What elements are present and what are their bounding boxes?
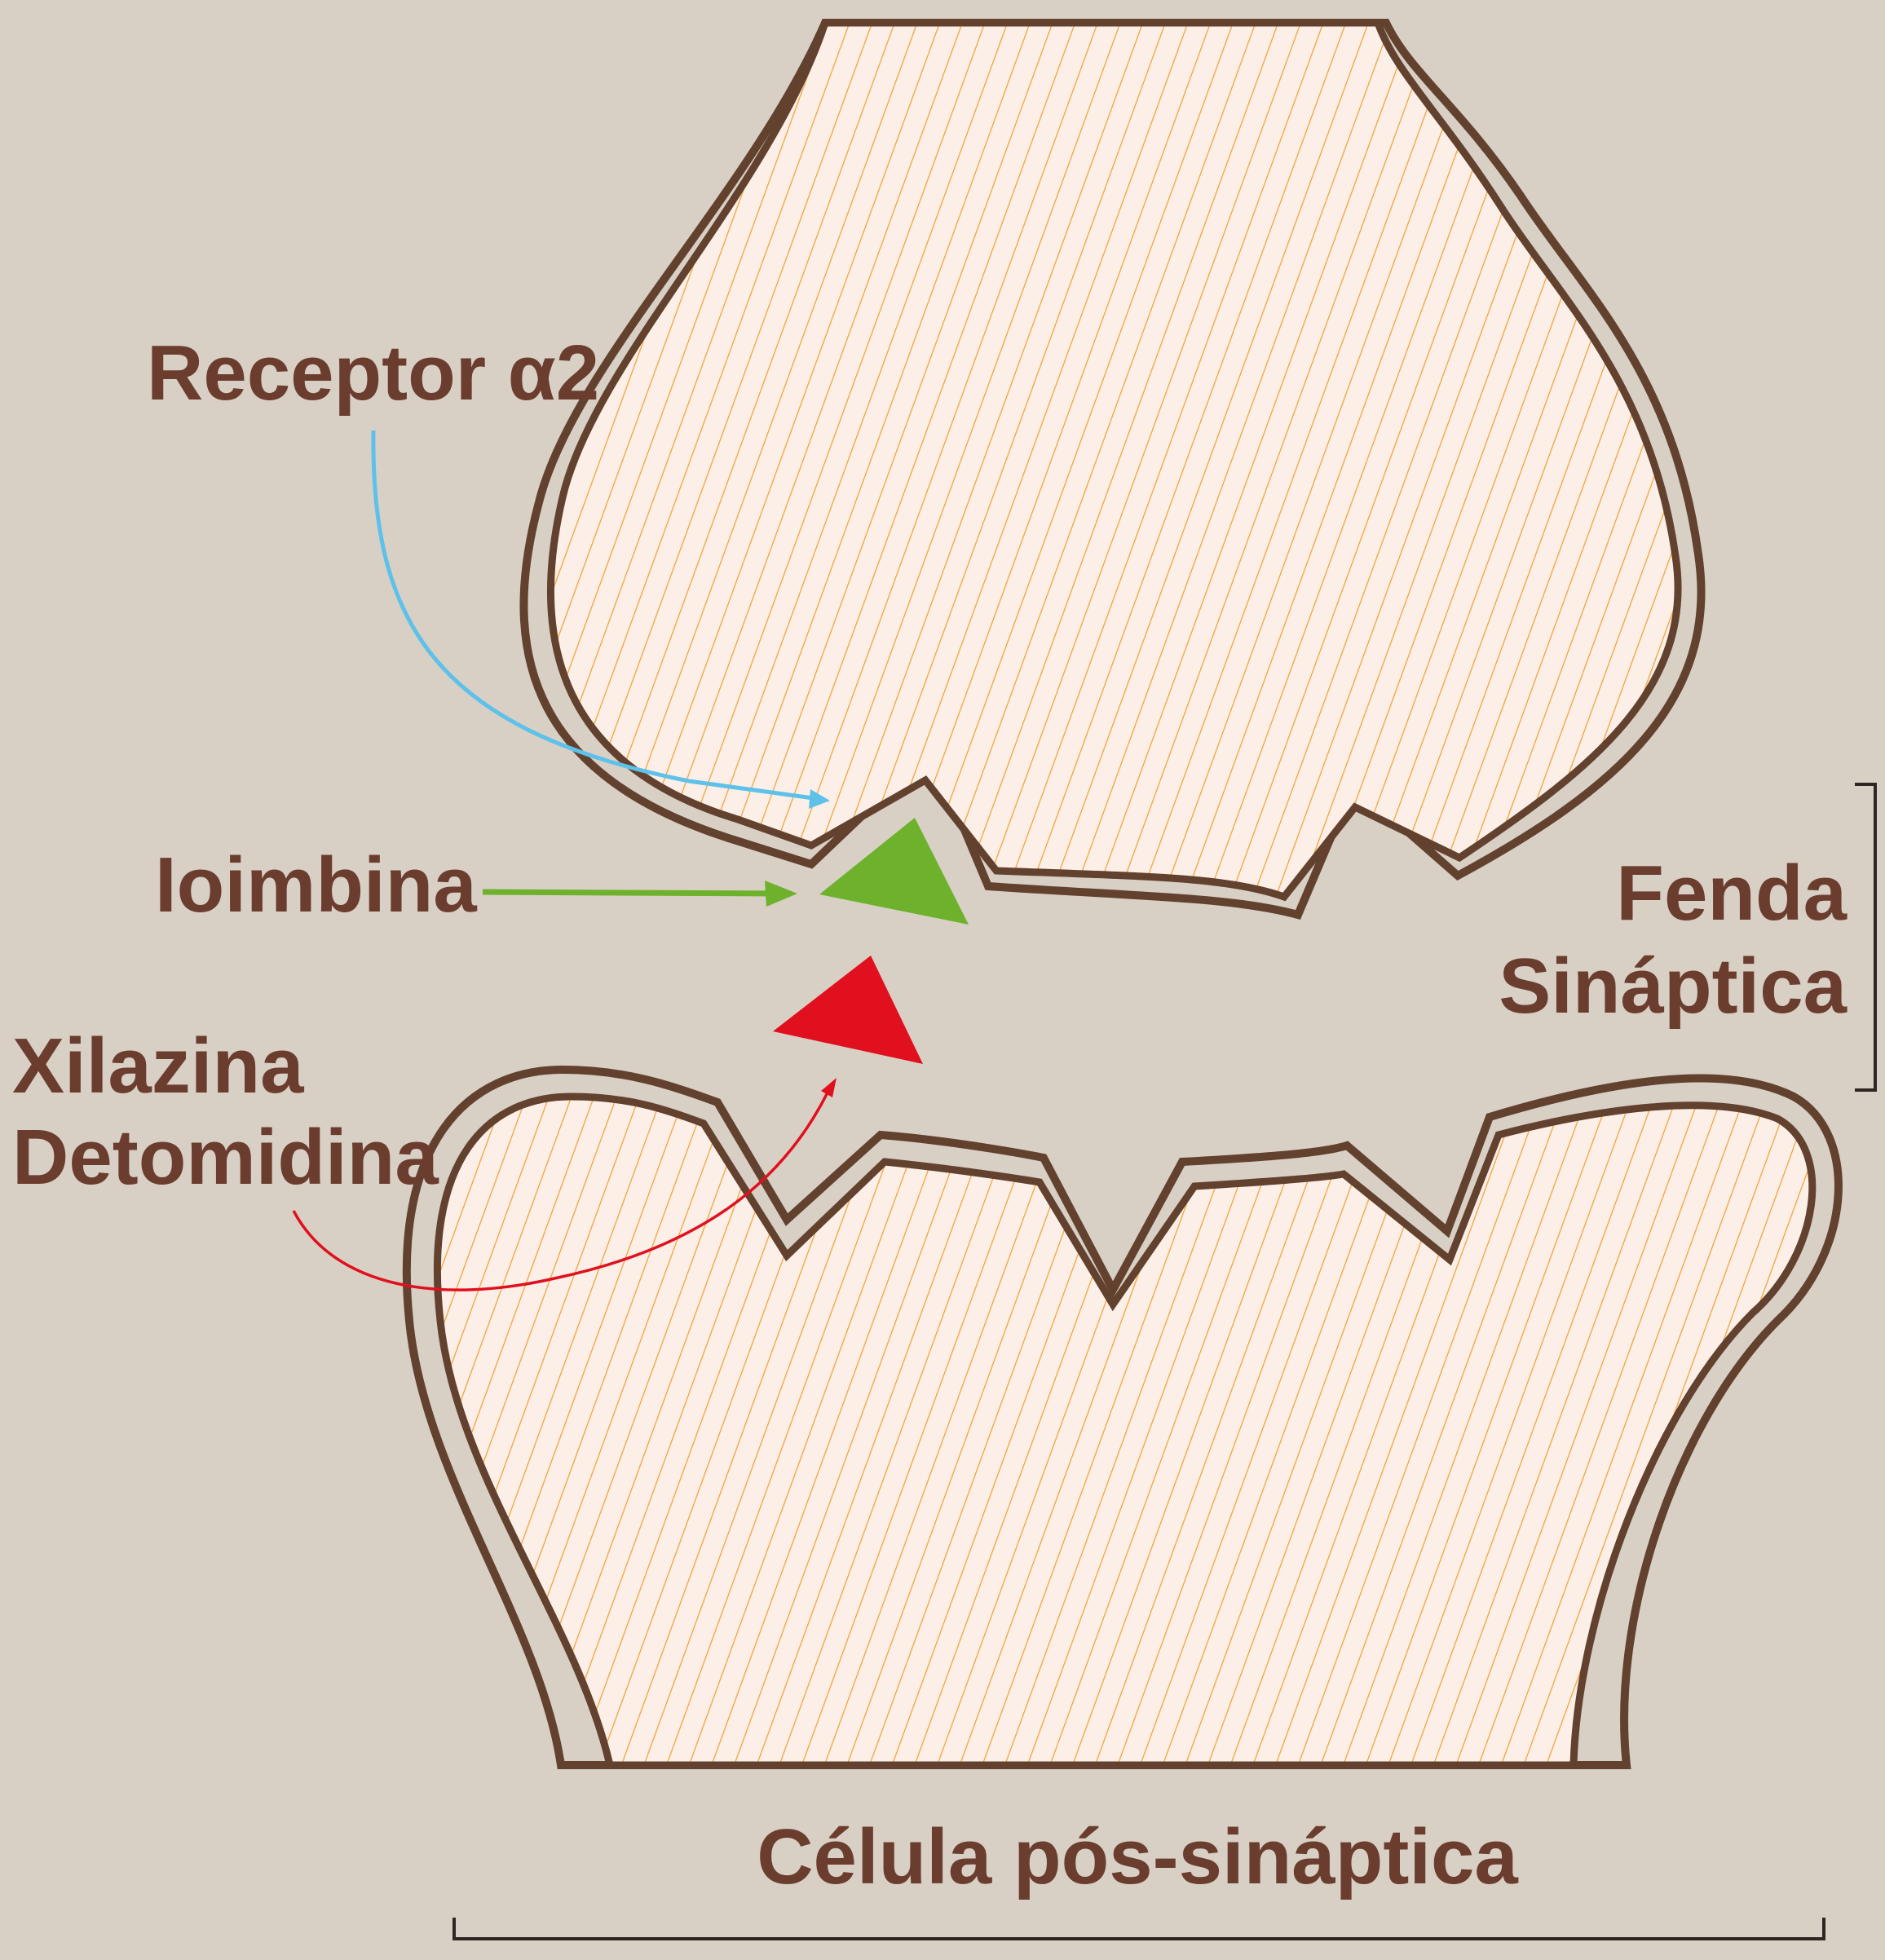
xilazina-arrowhead <box>821 1078 837 1097</box>
fenda-label-line1: Fenda <box>1616 850 1847 937</box>
postsynaptic-cytoplasm <box>437 1097 1812 1765</box>
xilazina-label: Xilazina <box>12 1022 304 1110</box>
fenda-bracket <box>1855 784 1875 1090</box>
receptor-label: Receptor α2 <box>147 329 599 417</box>
postsynaptic-cell <box>407 1070 1839 1765</box>
presynaptic-cytoplasm <box>550 23 1678 897</box>
detomidina-label: Detomidina <box>12 1114 439 1201</box>
ioimbina-pointer-arrow <box>483 892 776 894</box>
ioimbina-label: Ioimbina <box>155 841 477 929</box>
celula-pos-label: Célula pós-sináptica <box>757 1813 1518 1900</box>
xilazina-molecule <box>773 956 923 1064</box>
fenda-label-line2: Sináptica <box>1499 942 1847 1030</box>
ioimbina-arrowhead <box>765 881 797 907</box>
celula-bracket <box>454 1918 1824 1939</box>
